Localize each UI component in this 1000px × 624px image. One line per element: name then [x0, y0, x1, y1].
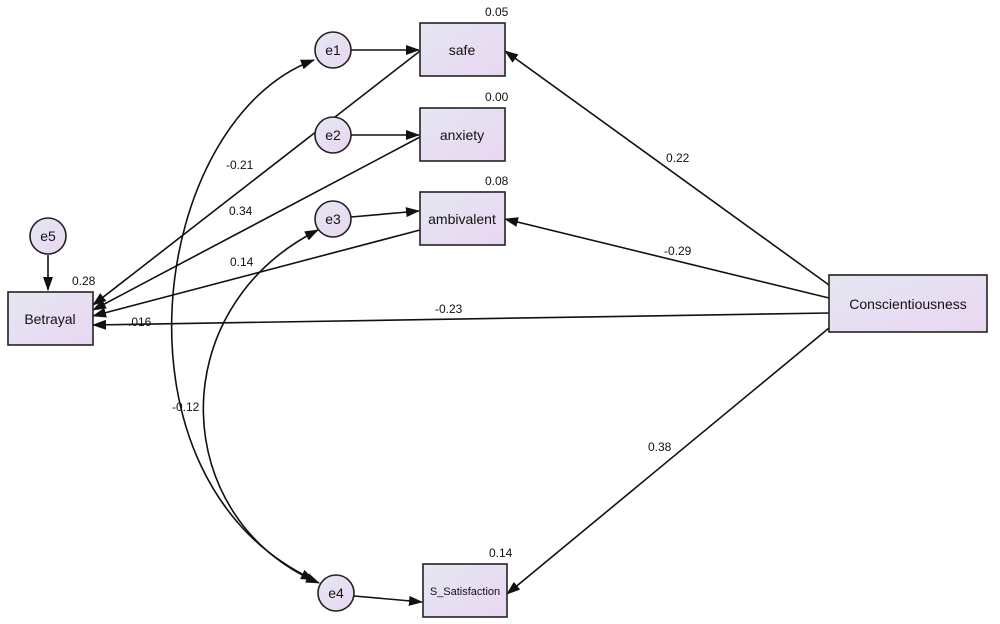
node-anxiety: anxiety	[419, 107, 506, 162]
covariance-e3-e4-label: -0.12	[172, 400, 200, 414]
r2-betrayal: 0.28	[72, 274, 96, 288]
coef-ambivalent-to-betrayal: 0.14	[230, 255, 254, 269]
edge-consc-to-s-satisfaction	[506, 327, 830, 595]
node-e5-label: e5	[40, 228, 56, 244]
node-e4: e4	[317, 574, 355, 612]
r2-ambivalent: 0.08	[485, 174, 509, 188]
node-e1: e1	[314, 31, 352, 69]
node-betrayal-label: Betrayal	[24, 311, 75, 327]
edge-e4-to-s-satisfaction	[353, 595, 423, 606]
node-betrayal: Betrayal	[7, 291, 94, 346]
node-safe-label: safe	[449, 42, 476, 58]
edge-anxiety-to-betrayal	[92, 136, 421, 311]
coef-consc-to-s-satisfaction: 0.38	[648, 440, 672, 454]
r2-s-satisfaction: 0.14	[489, 546, 513, 560]
node-ambivalent: ambivalent	[419, 191, 506, 246]
edge-safe-to-betrayal	[92, 50, 421, 306]
coef-consc-to-ambivalent: -0.29	[664, 244, 692, 258]
coef-anxiety-to-betrayal: 0.34	[229, 204, 253, 218]
coef-safe-to-betrayal: -0.21	[226, 158, 254, 172]
node-safe: safe	[419, 22, 506, 77]
node-e3-label: e3	[325, 211, 341, 227]
node-s-satisfaction-label: S_Satisfaction	[430, 586, 500, 598]
covariance-e1-e4	[170, 59, 315, 581]
node-conscientiousness-label: Conscientiousness	[849, 296, 967, 312]
node-conscientiousness: Conscientiousness	[828, 274, 988, 333]
node-e2-label: e2	[325, 127, 341, 143]
edge-consc-to-ambivalent	[504, 217, 830, 299]
coef-consc-to-safe: 0.22	[666, 151, 690, 165]
node-e2: e2	[314, 116, 352, 154]
node-e1-label: e1	[325, 42, 341, 58]
node-ambivalent-label: ambivalent	[428, 211, 496, 227]
node-e4-label: e4	[328, 585, 344, 601]
node-e5: e5	[29, 217, 67, 255]
node-e3: e3	[314, 200, 352, 238]
node-s-satisfaction: S_Satisfaction	[422, 563, 508, 618]
edge-ambivalent-to-betrayal	[92, 229, 421, 318]
covariance-e3-e4	[202, 229, 320, 584]
edge-consc-to-safe	[504, 50, 830, 286]
coef-consc-to-betrayal: -0.23	[435, 302, 463, 316]
r2-anxiety: 0.00	[485, 90, 509, 104]
node-anxiety-label: anxiety	[440, 127, 484, 143]
r2-safe: 0.05	[485, 5, 509, 19]
edge-e3-to-ambivalent	[350, 207, 420, 218]
edge-consc-to-betrayal	[92, 312, 830, 330]
coef-satisfaction-to-betrayal: .016	[128, 315, 152, 329]
